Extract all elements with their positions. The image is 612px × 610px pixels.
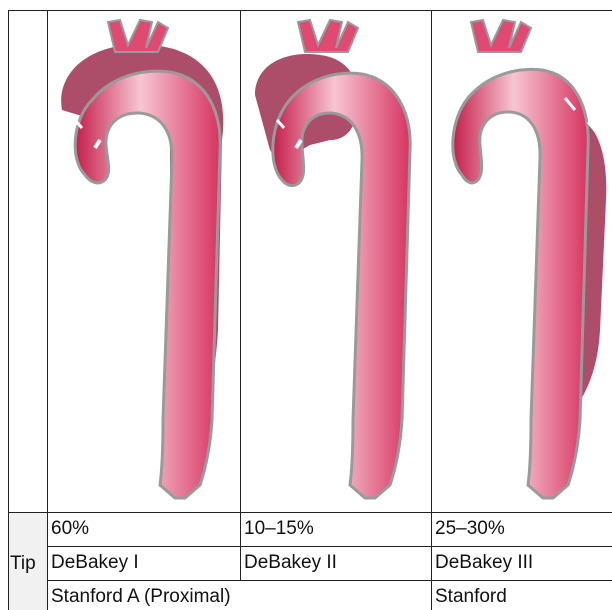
divider-col-2 [240, 10, 241, 580]
divider-row-debakey [47, 580, 612, 581]
divider-col-1 [47, 10, 48, 610]
divider-row-percent [47, 546, 612, 547]
label-debakey-3: DeBakey III [435, 552, 533, 574]
label-debakey-1: DeBakey I [51, 552, 139, 574]
divider-row-illustrations [8, 512, 612, 513]
percent-debakey-3: 25–30% [435, 518, 505, 540]
percent-debakey-2: 10–15% [244, 518, 314, 540]
row-header-tip: Tip [10, 553, 36, 575]
divider-col-3 [431, 10, 432, 610]
label-debakey-2: DeBakey II [244, 552, 337, 574]
percent-debakey-1: 60% [51, 518, 89, 540]
label-stanford-b: Stanford [435, 586, 507, 608]
label-stanford-a: Stanford A (Proximal) [51, 586, 231, 608]
